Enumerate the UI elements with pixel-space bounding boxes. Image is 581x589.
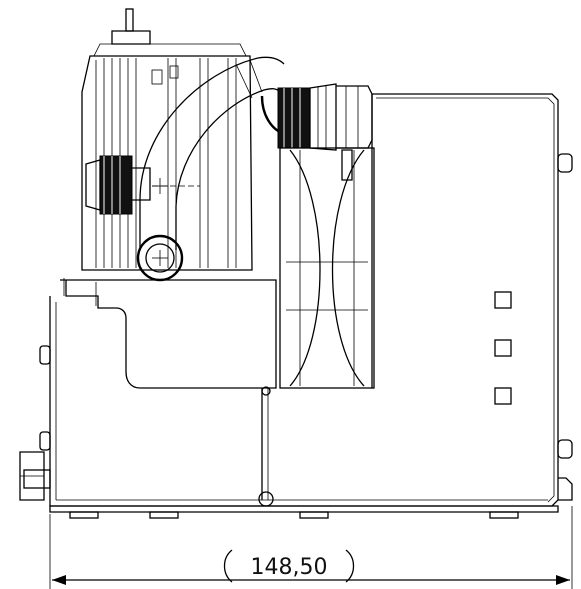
indicator-square-1 — [494, 291, 512, 309]
indicator-square-2 — [494, 339, 512, 357]
paren-right — [345, 549, 355, 583]
fan-motor-assembly — [81, 8, 253, 271]
dimension-value: 148,50 — [251, 555, 328, 580]
arrow-left-icon — [52, 575, 66, 585]
enclosure-box — [371, 93, 573, 507]
base-tank — [19, 278, 559, 519]
indicator-squares — [494, 291, 512, 405]
rotor-housing — [279, 147, 375, 389]
indicator-square-3 — [494, 387, 512, 405]
hose-fitting — [260, 83, 373, 181]
hose — [136, 56, 285, 282]
paren-left — [223, 549, 233, 583]
left-clamp — [85, 155, 200, 215]
dimension-annotation: 148,50 — [49, 506, 573, 589]
arrow-right-icon — [556, 575, 570, 585]
